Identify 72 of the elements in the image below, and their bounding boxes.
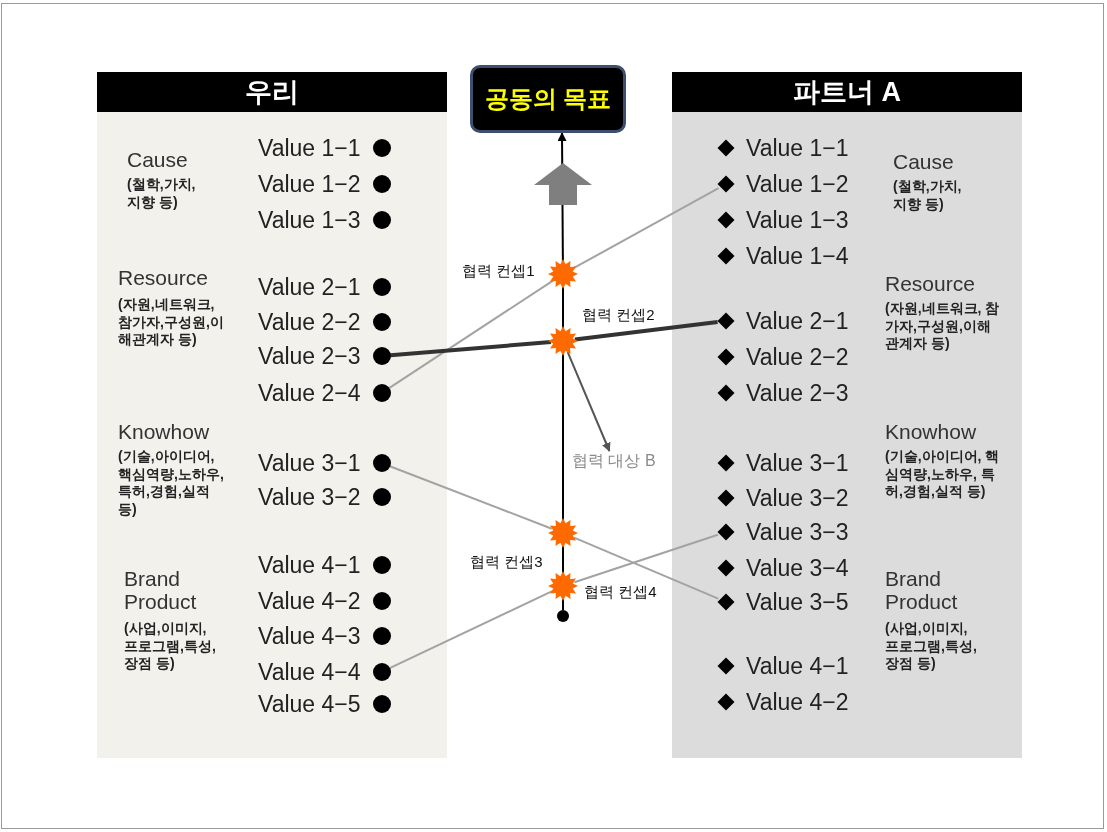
end-dot [557, 610, 569, 622]
category-description: (철학,가치, 지향 등) [127, 176, 197, 211]
value-label: Value 1−2 [258, 170, 361, 198]
column-header: 우리 [97, 72, 447, 112]
category-description: (자원,네트워크, 참가자,구성원,이해관계자 등) [118, 296, 225, 349]
connector-line [562, 352, 564, 522]
value-label: Value 4−1 [746, 652, 849, 680]
connector-line [573, 533, 719, 584]
column-panel [97, 72, 447, 758]
connector-line [562, 544, 564, 575]
value-label: Value 1−3 [746, 206, 849, 234]
category-description: (철학,가치, 지향 등) [893, 178, 963, 213]
value-label: Value 3−4 [746, 554, 849, 582]
arrow [566, 351, 611, 452]
category-title: Knowhow [118, 420, 211, 444]
category-title: Brand Product [885, 567, 959, 614]
category-description: (사업,이미지, 프로그램,특성, 장점 등) [124, 620, 217, 673]
value-label: Value 4−1 [258, 551, 361, 579]
category-title: Resource [118, 266, 209, 290]
value-label: Value 4−4 [258, 658, 361, 686]
value-label: Value 3−5 [746, 588, 849, 616]
value-label: Value 3−3 [746, 518, 849, 546]
category-description: (기술,아이디어, 핵심역량,노하우, 특허,경험,실적 등) [885, 448, 1001, 501]
value-label: Value 2−3 [258, 342, 361, 370]
value-label: Value 2−2 [746, 343, 849, 371]
value-label: Value 4−2 [258, 587, 361, 615]
star-burst-icon [548, 326, 578, 356]
concept-label: 협력 컨셉3 [470, 553, 543, 572]
concept-label: 협력 컨셉4 [584, 583, 657, 602]
category-title: Cause [893, 150, 955, 174]
value-label: Value 3−2 [746, 484, 849, 512]
column-header: 파트너 A [672, 72, 1022, 112]
concept-label: 협력 컨셉1 [462, 262, 535, 281]
value-label: Value 1−1 [746, 134, 849, 162]
category-title: Knowhow [885, 420, 978, 444]
value-label: Value 1−3 [258, 206, 361, 234]
connector-line [390, 340, 552, 358]
value-label: Value 1−4 [746, 242, 849, 270]
connector-line [562, 597, 564, 611]
star-burst-icon [548, 518, 578, 548]
column-panel [672, 72, 1022, 758]
star-burst-icon [548, 571, 578, 601]
value-label: Value 2−2 [258, 308, 361, 336]
value-label: Value 2−1 [258, 273, 361, 301]
value-label: Value 4−5 [258, 690, 361, 718]
value-label: Value 3−1 [746, 449, 849, 477]
connector-line [562, 285, 564, 330]
category-title: Resource [885, 272, 976, 296]
value-label: Value 3−1 [258, 449, 361, 477]
category-description: (기술,아이디어, 핵심역량,노하우, 특허,경험,실적 등) [118, 448, 225, 518]
connector-line [572, 187, 720, 270]
value-label: Value 1−1 [258, 134, 361, 162]
value-label: Value 3−2 [258, 483, 361, 511]
connector-line [388, 465, 553, 530]
star-burst-icon [548, 259, 578, 289]
partner-label: 협력 대상 B [572, 451, 656, 472]
category-description: (사업,이미지, 프로그램,특성, 장점 등) [885, 620, 978, 673]
category-title: Cause [127, 148, 189, 172]
connector-line [388, 590, 554, 670]
value-label: Value 4−3 [258, 622, 361, 650]
value-label: Value 4−2 [746, 688, 849, 716]
connector-line [574, 320, 718, 342]
connector-line [573, 536, 720, 600]
connector-line [388, 279, 554, 390]
concept-label: 협력 컨셉2 [582, 306, 655, 325]
value-label: Value 1−2 [746, 170, 849, 198]
category-title: Brand Product [124, 567, 198, 614]
value-label: Value 2−4 [258, 379, 361, 407]
value-label: Value 2−1 [746, 307, 849, 335]
category-description: (자원,네트워크, 참가자,구성원,이해관계자 등) [885, 300, 1001, 353]
goal-box: 공동의 목표 [470, 65, 626, 133]
value-label: Value 2−3 [746, 379, 849, 407]
